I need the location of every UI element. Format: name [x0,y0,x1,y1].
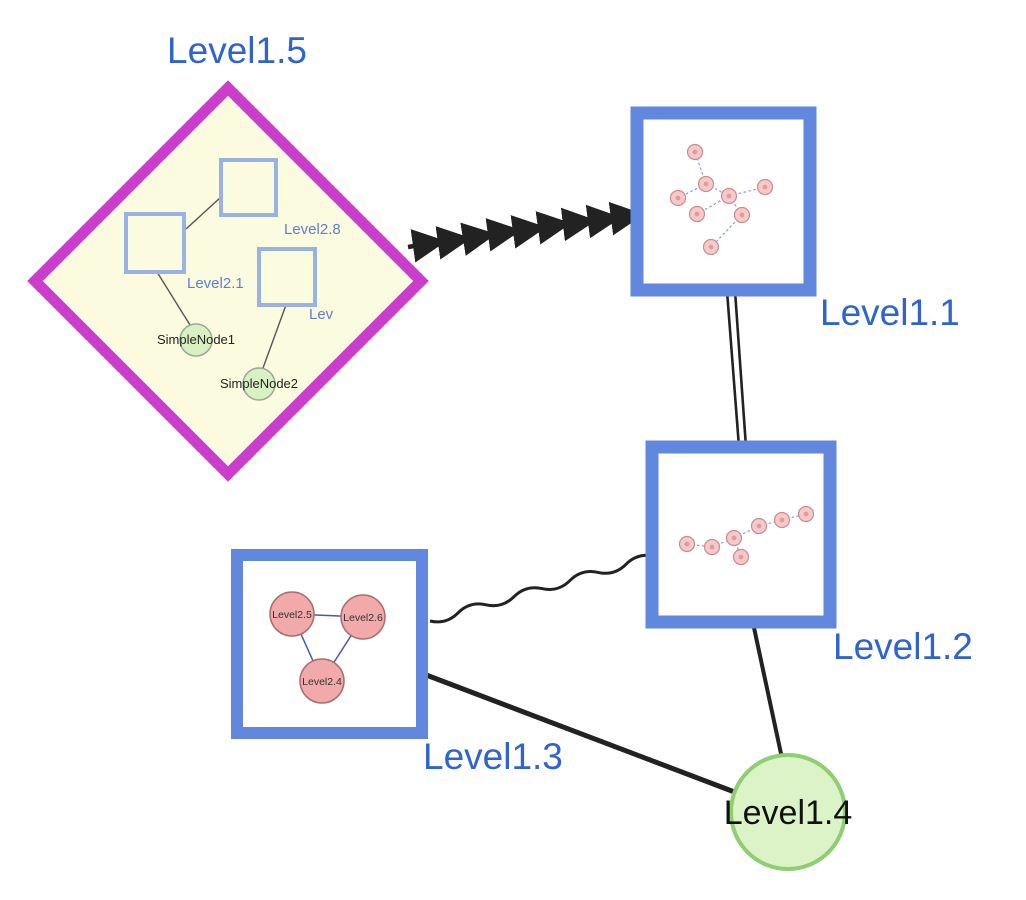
edge-level12-level14[interactable] [751,622,785,764]
level1-4-shape[interactable] [729,753,847,871]
node-level1-1: Level1.1 [630,106,960,333]
mini-node[interactable] [686,143,704,161]
node-level2-5[interactable] [269,591,315,637]
level1-4-label: Level1.4 [724,794,853,832]
edge-lev-simplenode2[interactable] [262,304,287,369]
node-level1-3: Level2.5 Level2.6 Level2.4 Level1.3 [231,549,563,777]
mini-node[interactable] [688,205,706,223]
lev-label: Lev [309,306,334,323]
mini-node[interactable] [702,238,720,256]
edge-level11-level12[interactable] [725,290,748,448]
edge-level15-level11[interactable] [407,201,645,263]
node-level2-8[interactable] [219,158,278,217]
level1-1-mini-graph [669,143,774,256]
node-level2-4[interactable] [299,658,345,704]
mini-node[interactable] [732,548,750,566]
level2-5-label: Level2.5 [272,609,312,621]
mini-node[interactable] [750,517,768,535]
mini-node[interactable] [797,505,815,523]
mini-node[interactable] [720,187,738,205]
edge-level21-level28[interactable] [185,196,222,230]
level2-8-label: Level2.8 [284,221,341,238]
mini-node[interactable] [697,175,715,193]
edge-level21-simplenode1[interactable] [156,271,191,326]
node-lev[interactable] [257,247,317,307]
mini-node[interactable] [773,511,791,529]
simplenode1-label: SimpleNode1 [157,332,235,347]
level1-2-shape[interactable] [645,440,837,629]
level1-5-label: Level1.5 [167,30,307,71]
node-level2-1[interactable] [124,212,186,274]
node-level1-4: Level1.4 [724,753,853,871]
mini-node[interactable] [725,529,743,547]
mini-node[interactable] [669,189,687,207]
level1-5-diamond-shape[interactable] [27,80,429,482]
mini-node[interactable] [703,538,721,556]
mini-node[interactable] [733,206,751,224]
mini-node[interactable] [678,535,696,553]
level1-2-label: Level1.2 [833,626,973,667]
level1-3-shape[interactable] [231,549,428,739]
edge-level13-level12[interactable] [429,553,655,624]
level1-2-mini-graph [678,505,815,566]
edge-level13-level14[interactable] [420,670,746,799]
level2-6-label: Level2.6 [343,612,383,624]
level1-3-label: Level1.3 [423,736,563,777]
node-level1-5: Level1.5 Level2.8 Level2.1 Lev SimpleNod… [27,30,429,482]
simplenode2-label: SimpleNode2 [220,376,298,391]
level2-4-label: Level2.4 [302,676,342,688]
node-level2-6[interactable] [340,594,386,640]
node-simplenode2[interactable] [242,367,276,401]
mini-node[interactable] [756,178,774,196]
level1-1-label: Level1.1 [820,292,960,333]
node-level1-2: Level1.2 [645,440,973,667]
node-simplenode1[interactable] [179,323,213,357]
level2-1-label: Level2.1 [187,275,244,292]
